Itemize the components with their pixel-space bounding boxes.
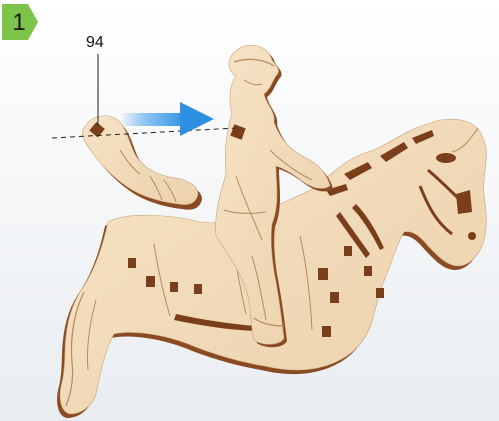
part-number-label: 94 bbox=[86, 34, 104, 52]
step-number: 1 bbox=[4, 6, 34, 40]
